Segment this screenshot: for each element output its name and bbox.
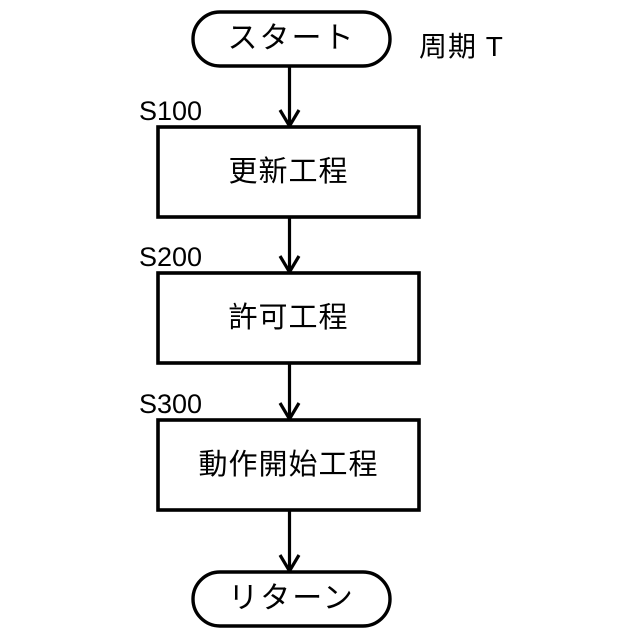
step-label-s100: S100: [139, 96, 203, 126]
node-return-shape[interactable]: [191, 570, 392, 628]
node-s300-label: 動作開始工程: [198, 449, 379, 481]
node-return-label: リターン: [228, 582, 355, 615]
node-s100-label: 更新工程: [228, 156, 349, 188]
node-start-label: スタート: [227, 22, 356, 55]
node-s200-label: 許可工程: [228, 302, 349, 334]
node-s200-shape[interactable]: [156, 271, 421, 365]
node-s100-shape[interactable]: [156, 125, 421, 219]
node-start-shape[interactable]: [191, 10, 392, 68]
step-label-s300: S300: [139, 389, 203, 419]
step-label-s200: S200: [139, 242, 203, 272]
cycle-period-note: 周期 T: [419, 31, 504, 62]
